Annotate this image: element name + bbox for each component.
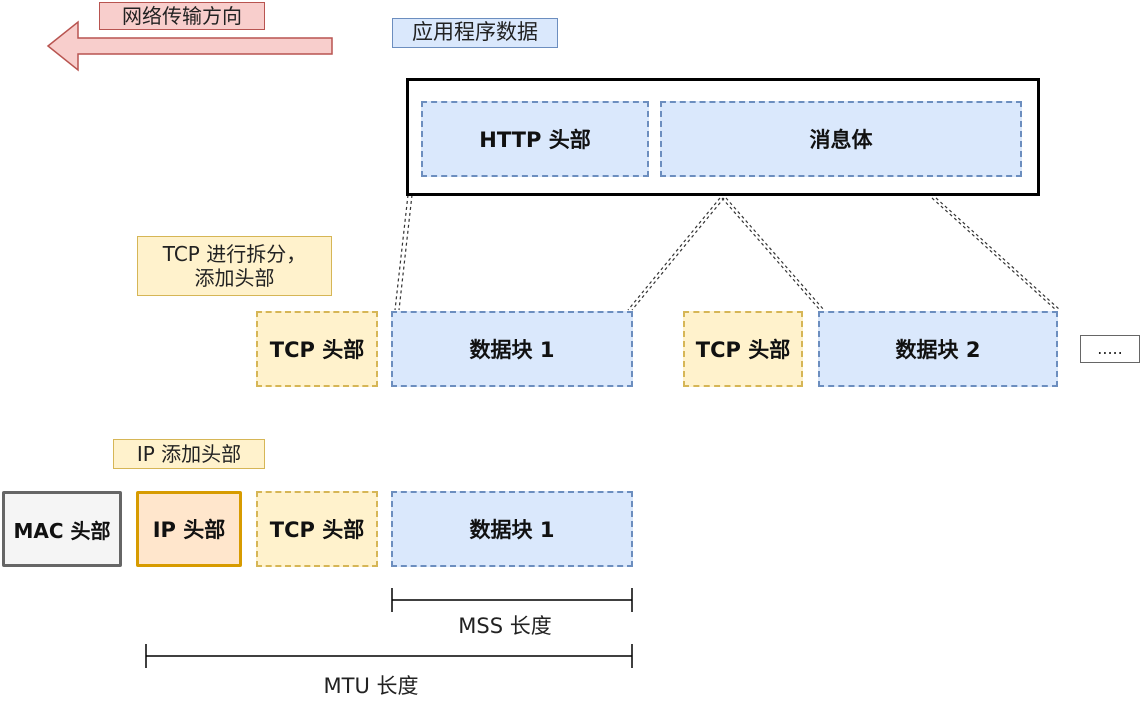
http-header-block: HTTP 头部	[421, 101, 649, 177]
ip-header-block: IP 头部	[136, 491, 242, 567]
app-data-label: 应用程序数据	[392, 18, 558, 48]
tcp-header-block-2: TCP 头部	[683, 311, 803, 387]
left-arrow-icon	[46, 20, 333, 72]
mtu-length-label: MTU 长度	[323, 674, 419, 699]
mss-bracket	[391, 588, 633, 612]
split-connectors	[394, 194, 1061, 311]
direction-label: 网络传输方向	[99, 2, 265, 30]
mac-header-block: MAC 头部	[2, 491, 122, 567]
ip-tcp-header-block: TCP 头部	[256, 491, 378, 567]
message-body-block: 消息体	[660, 101, 1022, 177]
ip-layer-label: IP 添加头部	[113, 439, 265, 469]
mtu-bracket	[145, 644, 633, 668]
ip-data-chunk-1-block: 数据块 1	[391, 491, 633, 567]
mss-length-label: MSS 长度	[458, 614, 552, 639]
data-chunk-1-block: 数据块 1	[391, 311, 633, 387]
data-chunk-2-block: 数据块 2	[818, 311, 1058, 387]
tcp-split-label: TCP 进行拆分， 添加头部	[137, 236, 332, 296]
more-chunks-ellipsis: .....	[1080, 335, 1140, 363]
tcp-header-block-1: TCP 头部	[256, 311, 378, 387]
